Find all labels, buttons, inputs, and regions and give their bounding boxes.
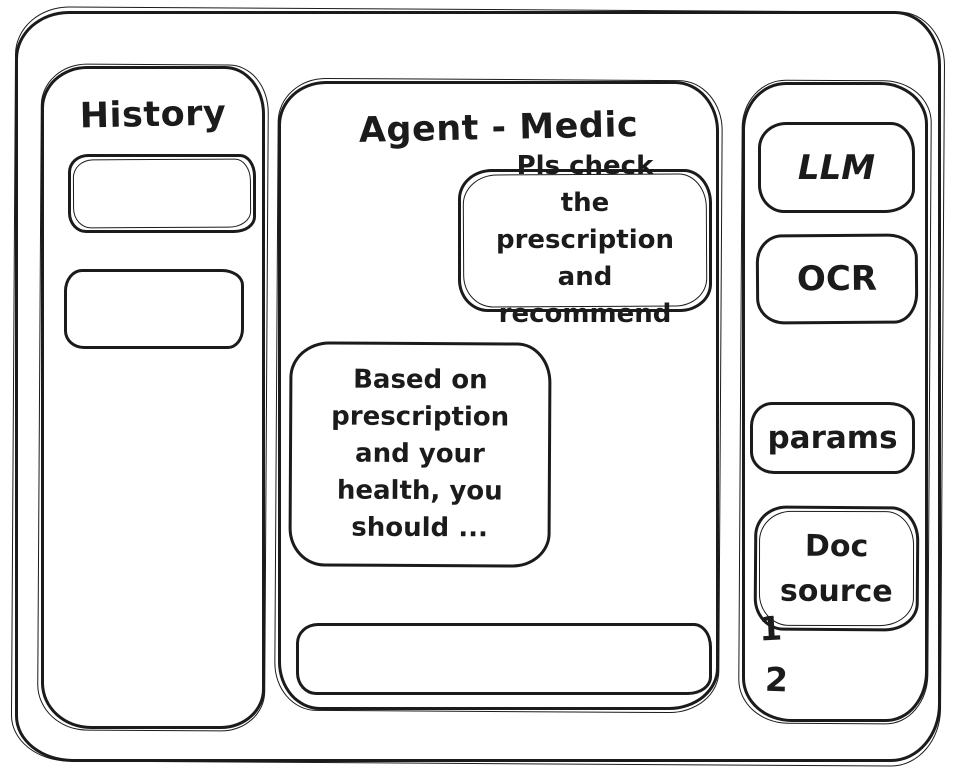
history-panel: History xyxy=(41,66,265,729)
user-message-bubble: Pls check the prescription and recommend xyxy=(458,151,712,329)
doc-source-item-2[interactable]: 2 xyxy=(764,659,789,700)
history-title: History xyxy=(79,93,227,137)
history-item[interactable] xyxy=(64,269,244,349)
chat-panel: Agent - Medic Pls check the prescription… xyxy=(278,81,719,710)
tools-panel: LLM OCR params Doc source 1 2 xyxy=(742,82,928,722)
history-item[interactable] xyxy=(68,154,256,233)
llm-button[interactable]: LLM xyxy=(758,122,915,213)
message-input[interactable] xyxy=(296,623,712,695)
params-button[interactable]: params xyxy=(750,402,915,474)
chat-title: Agent - Medic xyxy=(358,105,639,151)
ocr-button[interactable]: OCR xyxy=(755,233,919,325)
doc-source-item-1[interactable]: 1 xyxy=(757,608,783,649)
app-window: History Agent - Medic Pls check the pres… xyxy=(15,11,941,762)
agent-message-bubble: Based on prescription and your health, y… xyxy=(288,341,552,568)
